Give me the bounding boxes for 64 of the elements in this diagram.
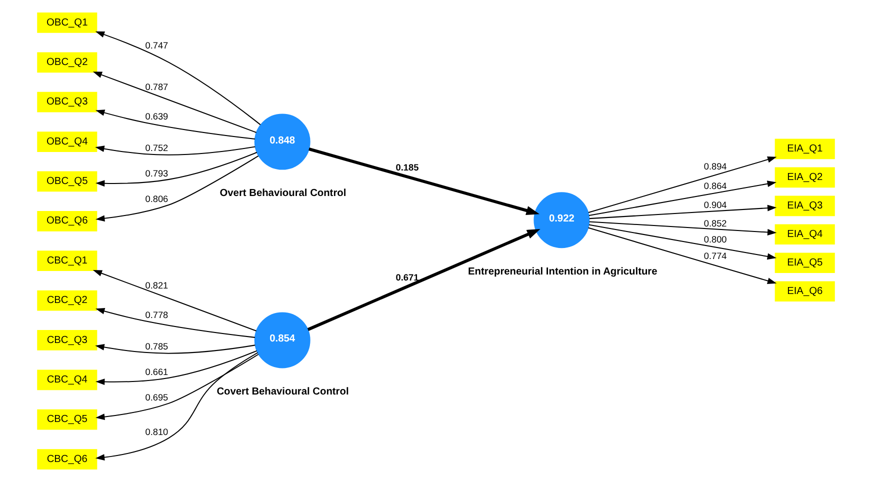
node-box: EIA_Q4 (774, 224, 834, 244)
arrow (306, 228, 540, 330)
arrow (95, 151, 257, 186)
node-box: CBC_Q3 (36, 330, 97, 350)
node-box: OBC_Q4 (36, 131, 97, 152)
node-box: CBC_Q1 (36, 250, 97, 271)
edge-label: 0.852 (703, 218, 726, 228)
arrow (94, 109, 254, 140)
edge-label: 0.785 (144, 341, 168, 352)
node-box: CBC_Q5 (36, 408, 97, 430)
arrow (588, 226, 776, 284)
arrow (95, 155, 258, 222)
edge-label: 0.185 (395, 162, 418, 172)
node-box: CBC_Q2 (36, 290, 97, 310)
node-circle: 0.922 (533, 192, 590, 248)
node-circle: 0.848 (254, 113, 310, 170)
node-box: OBC_Q2 (36, 52, 97, 72)
arrow (95, 353, 258, 420)
node-circle: 0.854 (254, 312, 310, 368)
edge-label: 0.752 (144, 142, 168, 153)
node-box: CBC_Q6 (36, 448, 97, 469)
node-box: CBC_Q4 (36, 369, 97, 390)
edge-label: 0.800 (703, 234, 726, 244)
node-box: OBC_Q5 (36, 170, 97, 192)
arrow (588, 224, 776, 260)
arrow (92, 71, 256, 132)
edge-label: 0.810 (144, 426, 168, 437)
node-box: EIA_Q6 (774, 280, 834, 302)
arrow (92, 270, 256, 331)
arrow (94, 352, 258, 460)
node-box: OBC_Q3 (36, 91, 97, 112)
arrow (95, 350, 257, 385)
arrow (588, 204, 776, 219)
edge-label: 0.695 (144, 392, 168, 402)
edge-label: 0.894 (703, 160, 726, 171)
arrow (94, 30, 260, 125)
edge-label: 0.774 (703, 250, 726, 261)
edge-label: 0.661 (144, 366, 168, 377)
edge-label: 0.793 (144, 168, 168, 178)
edge-label: 0.821 (144, 280, 168, 290)
edge-label: 0.639 (144, 111, 168, 122)
edge-label: 0.904 (703, 200, 726, 210)
node-box: OBC_Q6 (36, 210, 97, 231)
node-box: EIA_Q3 (774, 195, 834, 216)
edge-label: 0.747 (144, 40, 168, 50)
node-box: EIA_Q5 (774, 252, 834, 273)
node-box: EIA_Q2 (774, 166, 834, 188)
arrow (308, 147, 540, 215)
node-box: OBC_Q1 (36, 12, 97, 32)
edge-label: 0.671 (395, 272, 418, 282)
edge-label: 0.778 (144, 310, 168, 320)
edge-label: 0.806 (144, 194, 168, 204)
node-box: EIA_Q1 (774, 138, 834, 159)
edge-label: 0.787 (144, 82, 168, 92)
arrow (94, 308, 254, 338)
arrow (94, 145, 255, 155)
arrow (94, 344, 255, 354)
arrow (588, 220, 776, 235)
node-label: Covert Behavioural Control (216, 386, 348, 398)
node-label: Entrepreneurial Intention in Agriculture (468, 266, 657, 278)
arrow (588, 156, 776, 212)
edge-label: 0.864 (703, 180, 726, 190)
node-label: Overt Behavioural Control (219, 188, 346, 199)
arrow (588, 180, 776, 216)
